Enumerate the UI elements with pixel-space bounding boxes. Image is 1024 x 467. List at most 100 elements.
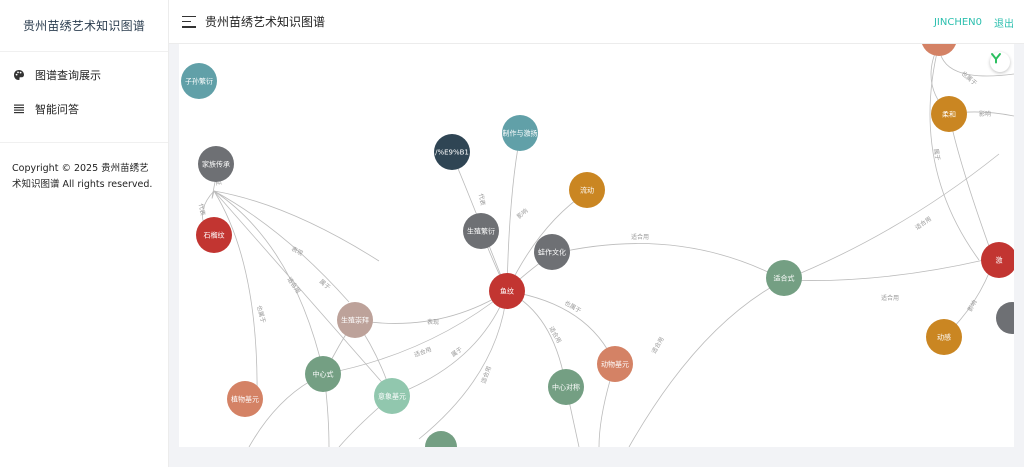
edge-label: 表现 (290, 245, 304, 258)
graph-node-circle[interactable] (502, 115, 538, 151)
graph-node-circle[interactable] (548, 369, 584, 405)
edge-label: 影响 (515, 207, 529, 221)
graph-node[interactable]: 适合式 (766, 260, 802, 296)
graph-node[interactable]: 激 (981, 242, 1014, 278)
graph-node[interactable]: 中心对称 (548, 369, 584, 405)
graph-node-circle[interactable] (766, 260, 802, 296)
edge-label: 适合用 (479, 365, 493, 385)
graph-node-label: 中心对称 (552, 383, 580, 392)
username-link[interactable]: JINCHEN0 (933, 16, 982, 28)
graph-node-label: 生殖繁衍 (467, 227, 495, 236)
edge (783, 259, 985, 281)
edge-label: 适合用 (413, 345, 433, 359)
graph-node-circle[interactable] (305, 356, 341, 392)
edge-label: 适合用 (914, 215, 933, 232)
graph-node-label: 动感 (937, 333, 951, 342)
graph-node[interactable]: 中心式 (305, 356, 341, 392)
graph-node-label: 石榴纹 (204, 231, 225, 240)
graph-node-label: 动物基元 (601, 360, 629, 369)
graph-node[interactable]: 生殖崇拜 (337, 302, 373, 338)
graph-node[interactable]: 动感 (926, 319, 962, 355)
menu-toggle-icon[interactable] (182, 15, 196, 28)
graph-node-circle[interactable] (569, 172, 605, 208)
copyright-text: Copyright © 2025 贵州苗绣艺术知识图谱 All rights r… (12, 163, 153, 190)
graph-node-label: 中心式 (313, 370, 334, 379)
edge-label: 属于 (450, 346, 464, 359)
graph-node-circle[interactable] (434, 134, 470, 170)
graph-node-circle[interactable] (597, 346, 633, 382)
graph-node[interactable]: 流动 (569, 172, 605, 208)
graph-node[interactable]: 石榴纹 (196, 217, 232, 253)
edge (213, 190, 350, 303)
edge-label: 适合用 (881, 294, 899, 302)
graph-node-circle[interactable] (996, 302, 1014, 334)
graph-node[interactable]: 鱼纹 (489, 273, 525, 309)
graph-node-circle[interactable] (227, 381, 263, 417)
header-user-area: JINCHEN0 退出 (934, 0, 1014, 44)
graph-node[interactable] (996, 302, 1014, 334)
graph-node[interactable]: 意象基元 (374, 378, 410, 414)
graph-node[interactable]: 子孙繁衍 (181, 63, 217, 99)
edge-label: 影响 (979, 110, 991, 118)
edge (391, 290, 508, 397)
page-title: 贵州苗绣艺术知识图谱 (205, 15, 326, 29)
page-footer-spacer (169, 447, 1024, 467)
graph-node[interactable]: /%E9%B1 (434, 134, 470, 170)
graph-node-circle[interactable] (425, 431, 457, 447)
graph-node[interactable]: 植物基元 (227, 381, 263, 417)
graph-node-circle[interactable] (489, 273, 525, 309)
edge-label: 也属于 (563, 299, 583, 315)
graph-node[interactable] (921, 44, 957, 56)
edge (506, 290, 616, 365)
graph-node-circle[interactable] (337, 302, 373, 338)
edge-label: 适合用 (285, 276, 302, 295)
edge (213, 190, 325, 375)
graph-node-circle[interactable] (463, 213, 499, 249)
graph-node-label: 流动 (580, 186, 594, 195)
graph-node-circle[interactable] (534, 234, 570, 270)
edge (783, 153, 1000, 281)
sidebar-item-qa[interactable]: 智能问答 (0, 92, 168, 126)
edge-label: 也属于 (255, 304, 267, 323)
graph-node[interactable]: 蛙作文化 (534, 234, 570, 270)
graph-node[interactable] (425, 431, 457, 447)
edge-label: 适合用 (631, 233, 649, 241)
graph-node-circle[interactable] (926, 319, 962, 355)
logout-link[interactable]: 退出 (994, 18, 1014, 30)
graph-node-circle[interactable] (921, 44, 957, 56)
palette-icon (12, 68, 26, 82)
edge (213, 190, 380, 262)
graph-node-circle[interactable] (374, 378, 410, 414)
graph-node-circle[interactable] (931, 96, 967, 132)
graph-node-circle[interactable] (181, 63, 217, 99)
sidebar-item-graph-query[interactable]: 图谱查询展示 (0, 58, 168, 92)
knowledge-graph-canvas[interactable]: 表现 属于 适合用 也属于 表现 适合用 属于 适合用 适合用 也属于 适合用 … (179, 44, 1014, 447)
edge-label: 影响 (966, 299, 979, 313)
graph-node-label: 家族传承 (202, 160, 230, 169)
edge (418, 290, 508, 440)
graph-node[interactable]: 生殖繁衍 (463, 213, 499, 249)
brand-title[interactable]: 贵州苗绣艺术知识图谱 (0, 0, 168, 52)
graph-node[interactable]: 家族传承 (198, 146, 234, 182)
edge-label: 表现 (427, 318, 439, 326)
graph-node-circle[interactable] (198, 146, 234, 182)
edge (323, 290, 508, 375)
knowledge-graph-panel[interactable]: 表现 属于 适合用 也属于 表现 适合用 属于 适合用 适合用 也属于 适合用 … (179, 44, 1014, 447)
edge-label: 代表 (477, 193, 487, 206)
edge (213, 190, 395, 397)
graph-node-label: 生殖崇拜 (341, 316, 369, 325)
top-header: 贵州苗绣艺术知识图谱 JINCHEN0 退出 (169, 0, 1024, 44)
graph-node-label: /%E9%B1 (435, 149, 469, 157)
graph-node[interactable]: 制作与激扬 (502, 115, 538, 151)
graph-node[interactable]: 动物基元 (597, 346, 633, 382)
graph-node-circle[interactable] (196, 217, 232, 253)
graph-node[interactable]: 柔和 (931, 96, 967, 132)
list-icon (12, 102, 26, 116)
graph-logo-icon[interactable] (990, 52, 1010, 72)
graph-node-circle[interactable] (981, 242, 1014, 278)
graph-node-label: 激 (996, 256, 1003, 265)
sidebar-item-label: 智能问答 (35, 103, 79, 116)
sidebar-menu: 图谱查询展示 智能问答 (0, 52, 168, 143)
